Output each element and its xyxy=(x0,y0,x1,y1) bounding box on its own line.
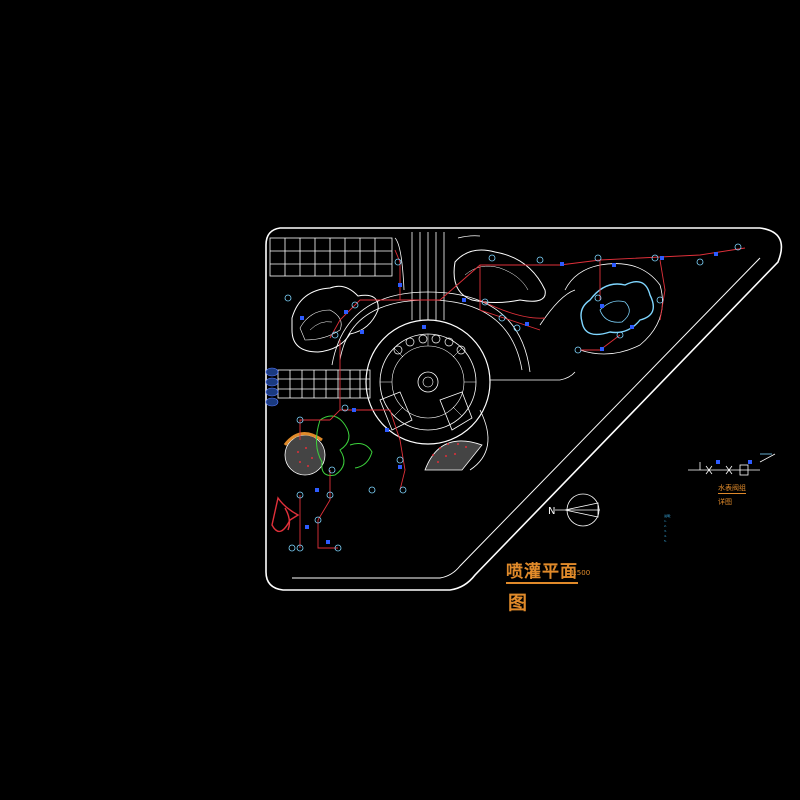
notes-line: 2. xyxy=(664,524,667,528)
site-outline xyxy=(265,227,783,591)
drawing-scale: 1:500 xyxy=(570,569,591,577)
notes-line: 4. xyxy=(664,534,667,538)
red-trellis xyxy=(271,496,300,533)
north-arrow-icon: N xyxy=(548,493,600,527)
fan-plaza xyxy=(424,440,483,471)
valve-boxes xyxy=(300,252,718,544)
east-path xyxy=(539,263,663,355)
west-bridge xyxy=(277,369,371,399)
valve-detail-diagram xyxy=(688,453,776,476)
legend-title: 水表阀组 xyxy=(718,484,746,494)
plaza-columns xyxy=(393,334,466,355)
pond-north xyxy=(453,249,546,303)
svg-text:N: N xyxy=(548,506,555,517)
drawing-title: 喷灌平面 xyxy=(506,562,578,584)
legend-subtitle: 详图 xyxy=(718,498,732,506)
notes-heading: 说明： xyxy=(664,514,674,518)
central-plaza xyxy=(331,291,576,471)
north-path xyxy=(394,232,481,320)
sprinkler-heads xyxy=(284,243,742,552)
building-grid xyxy=(269,237,393,277)
pond-east[interactable] xyxy=(580,281,654,336)
round-feature xyxy=(283,432,326,476)
notes-line: 5. xyxy=(664,539,667,543)
notes-line: 1. xyxy=(664,519,667,523)
pond-west xyxy=(291,285,379,353)
drawing-title-second: 图 xyxy=(508,592,528,614)
planting-area xyxy=(316,415,373,476)
notes-line: 3. xyxy=(664,529,667,533)
pipe-network xyxy=(299,247,746,549)
west-rocks xyxy=(265,367,279,407)
notes-block: 说明： 1. 2. 3. 4. 5. xyxy=(664,514,784,544)
